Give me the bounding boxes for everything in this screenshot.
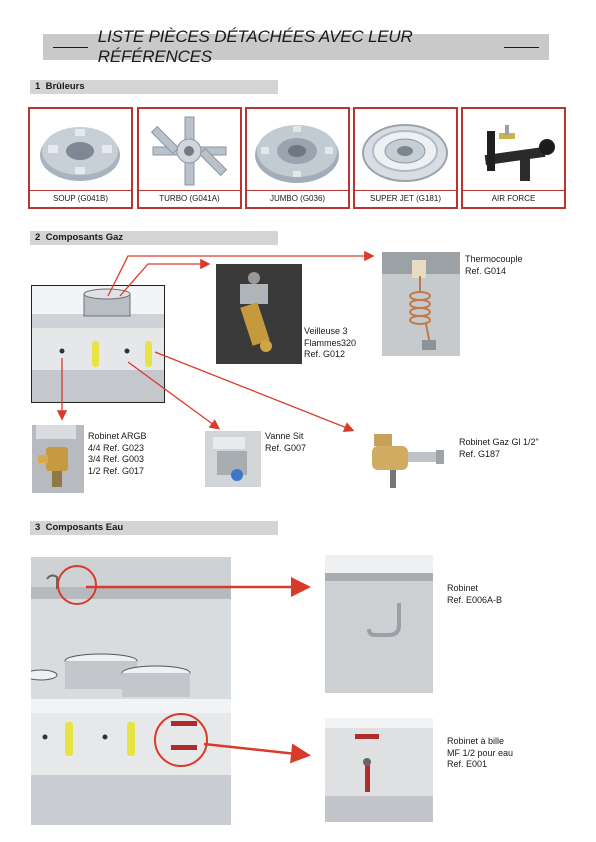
- burner-card-jumbo: JUMBO (G036): [245, 107, 350, 209]
- burner-label: SOUP (G041B): [30, 190, 131, 207]
- super-jet-burner-icon: [362, 124, 448, 182]
- page-title-bar: LISTE PIÈCES DÉTACHÉES AVEC LEUR RÉFÉREN…: [43, 27, 549, 66]
- veilleuse-line-1: Veilleuse 3: [304, 326, 348, 336]
- ball-valve-icon: [325, 718, 433, 822]
- robinet-argb-line-2: 4/4 Ref. G023: [88, 442, 145, 453]
- vanne-sit-line-1: Vanne Sit: [265, 431, 304, 441]
- vanne-sit-label: Vanne Sit Ref. G007: [265, 431, 306, 454]
- section-heading: Brûleurs: [45, 81, 85, 92]
- water-faucet-photo: [325, 555, 433, 693]
- thermocouple-photo: [382, 252, 460, 356]
- thermocouple-line-2: Ref. G014: [465, 265, 507, 276]
- ball-valve-line-1: Robinet à bille: [447, 736, 505, 746]
- veilleuse-label: Veilleuse 3 Flammes320 Ref. G012: [304, 326, 356, 361]
- section-number: 3: [35, 522, 41, 533]
- ball-valve-highlight-circle: [154, 713, 208, 767]
- air-force-burner-icon: [484, 125, 555, 181]
- water-faucet-label: Robinet Ref. E006A-B: [447, 583, 502, 606]
- robinet-gaz-photo: [354, 424, 454, 494]
- robinet-argb-line-4: 1/2 Ref. G017: [88, 465, 145, 476]
- veilleuse-line-3: Ref. G012: [304, 349, 346, 359]
- stove-illustration: [32, 286, 164, 402]
- section-header-burners: 1 Brûleurs: [30, 80, 278, 94]
- burner-card-super-jet: SUPER JET (G181): [353, 107, 458, 209]
- section-number: 2: [35, 232, 41, 243]
- veilleuse-line-2: Flammes320: [304, 337, 357, 348]
- gas-valve-icon: [32, 425, 84, 493]
- pilot-burner-icon: [216, 264, 302, 364]
- burner-card-turbo: TURBO (G041A): [137, 107, 242, 209]
- robinet-gaz-label: Robinet Gaz Gl 1/2" Ref. G187: [459, 437, 539, 460]
- robinet-argb-line-3: 3/4 Ref. G003: [88, 454, 145, 464]
- section-number: 1: [35, 81, 41, 92]
- robinet-gaz-line-2: Ref. G187: [459, 448, 501, 459]
- robinet-argb-photo: [32, 425, 84, 493]
- burner-label: AIR FORCE: [463, 190, 564, 207]
- thermocouple-line-1: Thermocouple: [465, 254, 523, 264]
- section-header-water: 3 Composants Eau: [30, 521, 278, 535]
- thermocouple-label: Thermocouple Ref. G014: [465, 254, 523, 277]
- page-title: LISTE PIÈCES DÉTACHÉES AVEC LEUR RÉFÉREN…: [97, 27, 413, 66]
- brass-valve-icon: [354, 424, 454, 494]
- jumbo-burner-icon: [255, 125, 339, 183]
- soup-burner-icon: [40, 127, 120, 181]
- vanne-sit-photo: [205, 431, 261, 487]
- faucet-icon: [325, 555, 433, 693]
- section-heading: Composants Gaz: [45, 232, 124, 243]
- title-dash-right: [504, 46, 539, 48]
- faucet-highlight-circle: [57, 565, 97, 605]
- burner-label: JUMBO (G036): [247, 190, 348, 207]
- section-header-gas: 2 Composants Gaz: [30, 231, 278, 245]
- range-photo: [31, 557, 231, 825]
- burner-label: SUPER JET (G181): [355, 190, 456, 207]
- burner-card-soup: SOUP (G041B): [28, 107, 133, 209]
- veilleuse-photo: [216, 264, 302, 364]
- turbo-burner-icon: [150, 116, 228, 186]
- cooking-range-illustration: [31, 557, 231, 825]
- robinet-argb-line-1: Robinet ARGB: [88, 431, 147, 441]
- vanne-sit-line-2: Ref. G007: [265, 442, 307, 453]
- thermocouple-icon: [382, 252, 460, 356]
- ball-valve-label: Robinet à bille MF 1/2 pour eau Ref. E00…: [447, 736, 513, 771]
- ball-valve-line-3: Ref. E001: [447, 759, 488, 769]
- burner-label: TURBO (G041A): [139, 190, 240, 207]
- burner-card-air-force: AIR FORCE: [461, 107, 566, 209]
- stove-photo: [31, 285, 165, 403]
- water-faucet-line-2: Ref. E006A-B: [447, 594, 503, 605]
- ball-valve-photo: [325, 718, 433, 822]
- ball-valve-line-2: MF 1/2 pour eau: [447, 747, 514, 758]
- sit-valve-icon: [205, 431, 261, 487]
- water-faucet-line-1: Robinet: [447, 583, 479, 593]
- section-heading: Composants Eau: [45, 522, 124, 533]
- title-dash-left: [53, 46, 88, 48]
- robinet-argb-label: Robinet ARGB 4/4 Ref. G023 3/4 Ref. G003…: [88, 431, 147, 477]
- robinet-gaz-line-1: Robinet Gaz Gl 1/2": [459, 437, 539, 447]
